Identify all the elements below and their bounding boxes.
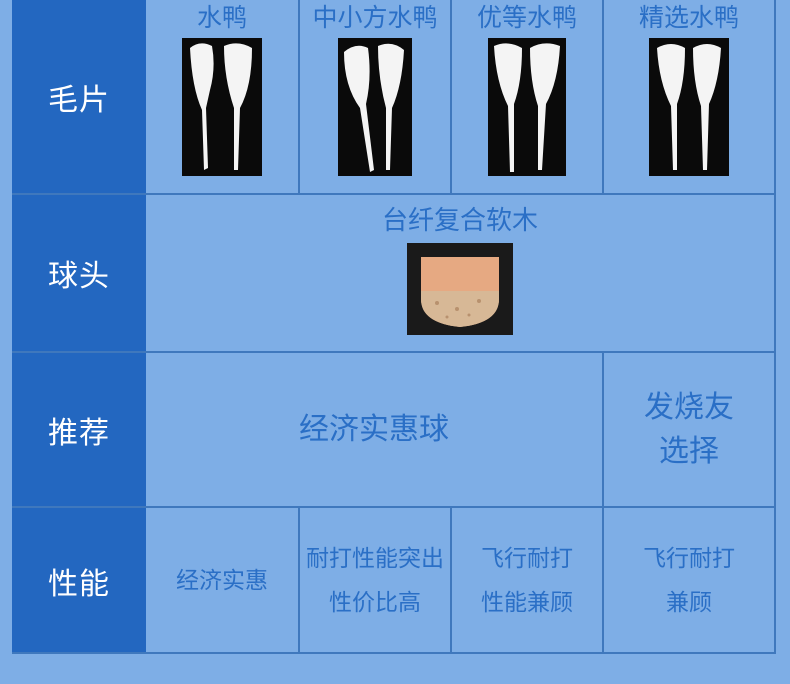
performance-cell-4: 飞行耐打 兼顾 [604,508,774,653]
row-label-feather: 毛片 [12,0,146,193]
divider [774,0,776,654]
feather-title: 水鸭 [196,3,247,32]
feather-title: 精选水鸭 [638,3,739,32]
performance-cell-1: 经济实惠 [146,508,298,653]
recommend-right-line1: 发烧友 [644,389,734,425]
feather-pair-icon [190,43,252,170]
divider [602,353,604,653]
cork-image [407,243,513,335]
divider [602,0,604,193]
recommend-right-line2: 选择 [659,433,719,469]
feather-cell-2: 中小方水鸭 [300,0,450,193]
feather-title: 中小方水鸭 [312,3,438,32]
divider [298,508,300,653]
feather-image [649,38,729,176]
divider [12,351,776,353]
feather-image [338,38,412,176]
feather-image [488,38,566,176]
row-label-head: 球头 [12,195,146,351]
performance-cell-3: 飞行耐打 性能兼顾 [452,508,602,653]
row-label-performance: 性能 [12,508,146,653]
performance-line2: 性价比高 [329,589,421,616]
recommend-left-cell: 经济实惠球 [146,353,602,506]
performance-line1: 经济实惠 [176,567,268,594]
feather-cell-3: 优等水鸭 [452,0,602,193]
recommend-right-cell: 发烧友 选择 [604,353,774,506]
performance-line1: 飞行耐打 [643,545,735,572]
divider [450,508,452,653]
performance-line2: 性能兼顾 [481,589,573,616]
performance-line1: 耐打性能突出 [306,545,444,572]
performance-line2: 兼顾 [666,589,712,616]
divider [450,0,452,193]
cork-icon [421,257,499,327]
divider [12,652,776,654]
head-cell: 台纤复合软木 [146,195,774,351]
feather-title: 优等水鸭 [476,3,577,32]
feather-image [182,38,262,176]
feather-cell-1: 水鸭 [146,0,298,193]
feather-pair-icon [494,43,560,172]
recommend-left-text: 经济实惠球 [299,411,449,447]
divider [12,506,776,508]
feather-pair-icon [344,43,404,172]
feather-cell-4: 精选水鸭 [604,0,774,193]
head-material-title: 台纤复合软木 [381,206,538,236]
performance-line1: 飞行耐打 [481,545,573,572]
feather-pair-icon [657,44,721,170]
performance-cell-2: 耐打性能突出 性价比高 [300,508,450,653]
row-label-recommend: 推荐 [12,353,146,506]
divider [298,0,300,193]
divider [12,193,776,195]
